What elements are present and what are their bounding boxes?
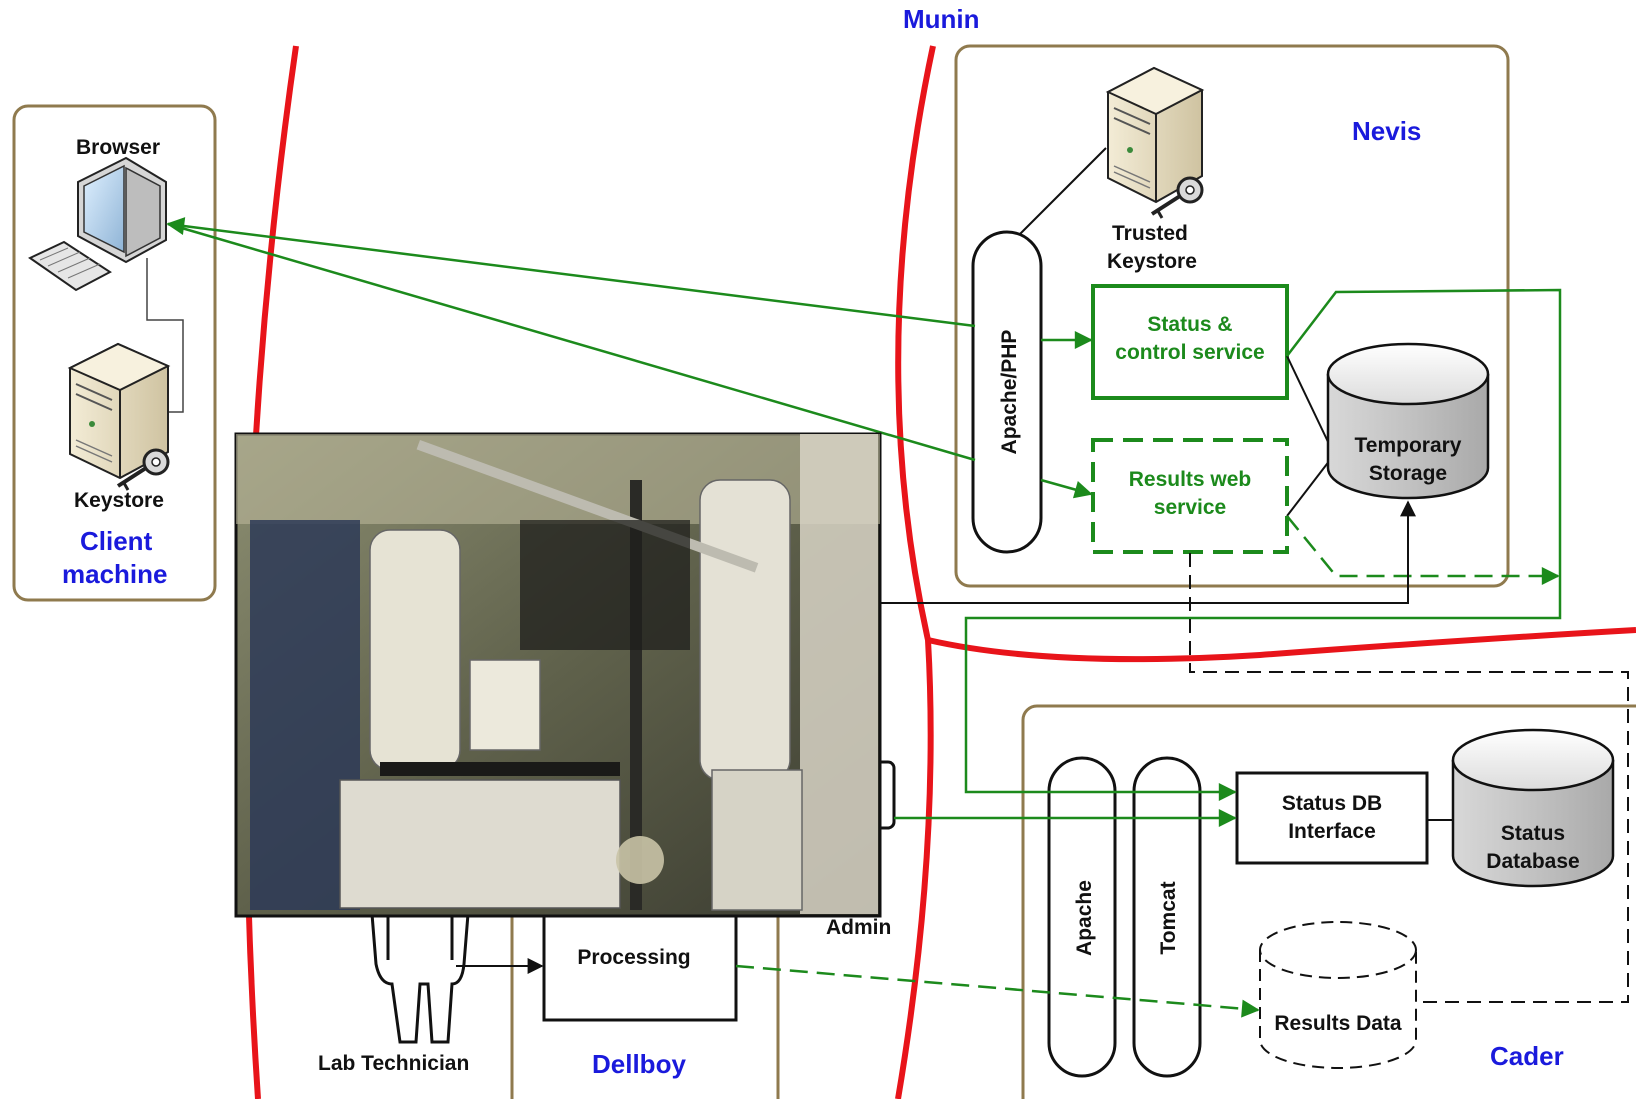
client-machine-label-line1: Client bbox=[80, 526, 153, 556]
status-database-label-line2: Database bbox=[1486, 850, 1579, 873]
nevis-container bbox=[954, 44, 1510, 588]
tomcat-pill bbox=[1132, 756, 1202, 1078]
processing-to-results-data-arrow bbox=[735, 964, 1260, 1018]
browser-to-status-arrow bbox=[166, 217, 976, 328]
key-icon bbox=[116, 448, 170, 491]
apache-label: Apache bbox=[1073, 880, 1096, 956]
status-db-interface-label-line1: Status DB bbox=[1282, 792, 1382, 815]
results-web-label-line2: service bbox=[1154, 496, 1226, 519]
lab-technician-label: Lab Technician bbox=[318, 1052, 469, 1075]
results-service-dashed-arrow bbox=[1286, 515, 1560, 585]
lab-photo-to-storage-arrow bbox=[880, 500, 1416, 604]
dellboy-label: Dellboy bbox=[592, 1049, 686, 1079]
lab-robot-photo bbox=[234, 432, 882, 918]
browser-to-results-arrow bbox=[167, 222, 976, 462]
apache-php-trusted-keystore-link bbox=[1017, 147, 1107, 237]
apache-php-to-results-arrow bbox=[1040, 478, 1093, 499]
processing-label: Processing bbox=[577, 946, 690, 969]
trusted-keystore-label-line1: Trusted bbox=[1112, 222, 1188, 245]
client-machine-container bbox=[12, 104, 217, 602]
keystore-server-icon bbox=[67, 342, 171, 480]
browser-label: Browser bbox=[76, 136, 160, 159]
status-database-cylinder bbox=[1451, 728, 1615, 888]
client-machine-label-line2: machine bbox=[62, 559, 168, 589]
temporary-storage-cylinder bbox=[1326, 342, 1490, 500]
lab-technician-figure bbox=[370, 913, 470, 1044]
browser-keystore-connector bbox=[146, 258, 184, 413]
admin-label: Admin bbox=[826, 916, 891, 939]
cader-container bbox=[1021, 704, 1636, 1099]
keystore-label: Keystore bbox=[74, 489, 164, 512]
results-service-storage-link bbox=[1286, 459, 1331, 517]
status-control-label-line2: control service bbox=[1115, 341, 1264, 364]
boundary-curve-munin bbox=[895, 45, 936, 1099]
status-control-service-box bbox=[1091, 284, 1289, 400]
boundary-curve-cader bbox=[927, 627, 1636, 663]
munin-label: Munin bbox=[903, 4, 980, 34]
status-control-label-line1: Status & bbox=[1147, 313, 1232, 336]
results-web-service-box bbox=[1091, 438, 1289, 554]
browser-computer-icon bbox=[28, 156, 167, 292]
status-service-loop-line bbox=[964, 288, 1562, 801]
tomcat-label: Tomcat bbox=[1157, 881, 1180, 954]
trusted-key-icon bbox=[1150, 176, 1204, 219]
results-data-label: Results Data bbox=[1274, 1012, 1402, 1035]
status-service-storage-link bbox=[1286, 355, 1331, 447]
status-db-interface-label-line2: Interface bbox=[1288, 820, 1376, 843]
trusted-keystore-label-line2: Keystore bbox=[1107, 250, 1197, 273]
temporary-storage-label-line2: Storage bbox=[1369, 462, 1447, 485]
temporary-storage-label-line1: Temporary bbox=[1355, 434, 1462, 457]
status-database-label-line1: Status bbox=[1501, 822, 1565, 845]
cader-label: Cader bbox=[1490, 1041, 1564, 1071]
nevis-label: Nevis bbox=[1352, 116, 1421, 146]
status-db-interface-box bbox=[1235, 771, 1429, 865]
results-data-dashed-loop bbox=[1189, 553, 1629, 1003]
results-data-cylinder bbox=[1259, 921, 1417, 1069]
apache-php-pill bbox=[971, 230, 1043, 554]
apache-php-label: Apache/PHP bbox=[998, 330, 1021, 455]
results-web-label-line1: Results web bbox=[1129, 468, 1252, 491]
processing-box bbox=[542, 908, 738, 1022]
trusted-keystore-server-icon bbox=[1105, 66, 1205, 204]
